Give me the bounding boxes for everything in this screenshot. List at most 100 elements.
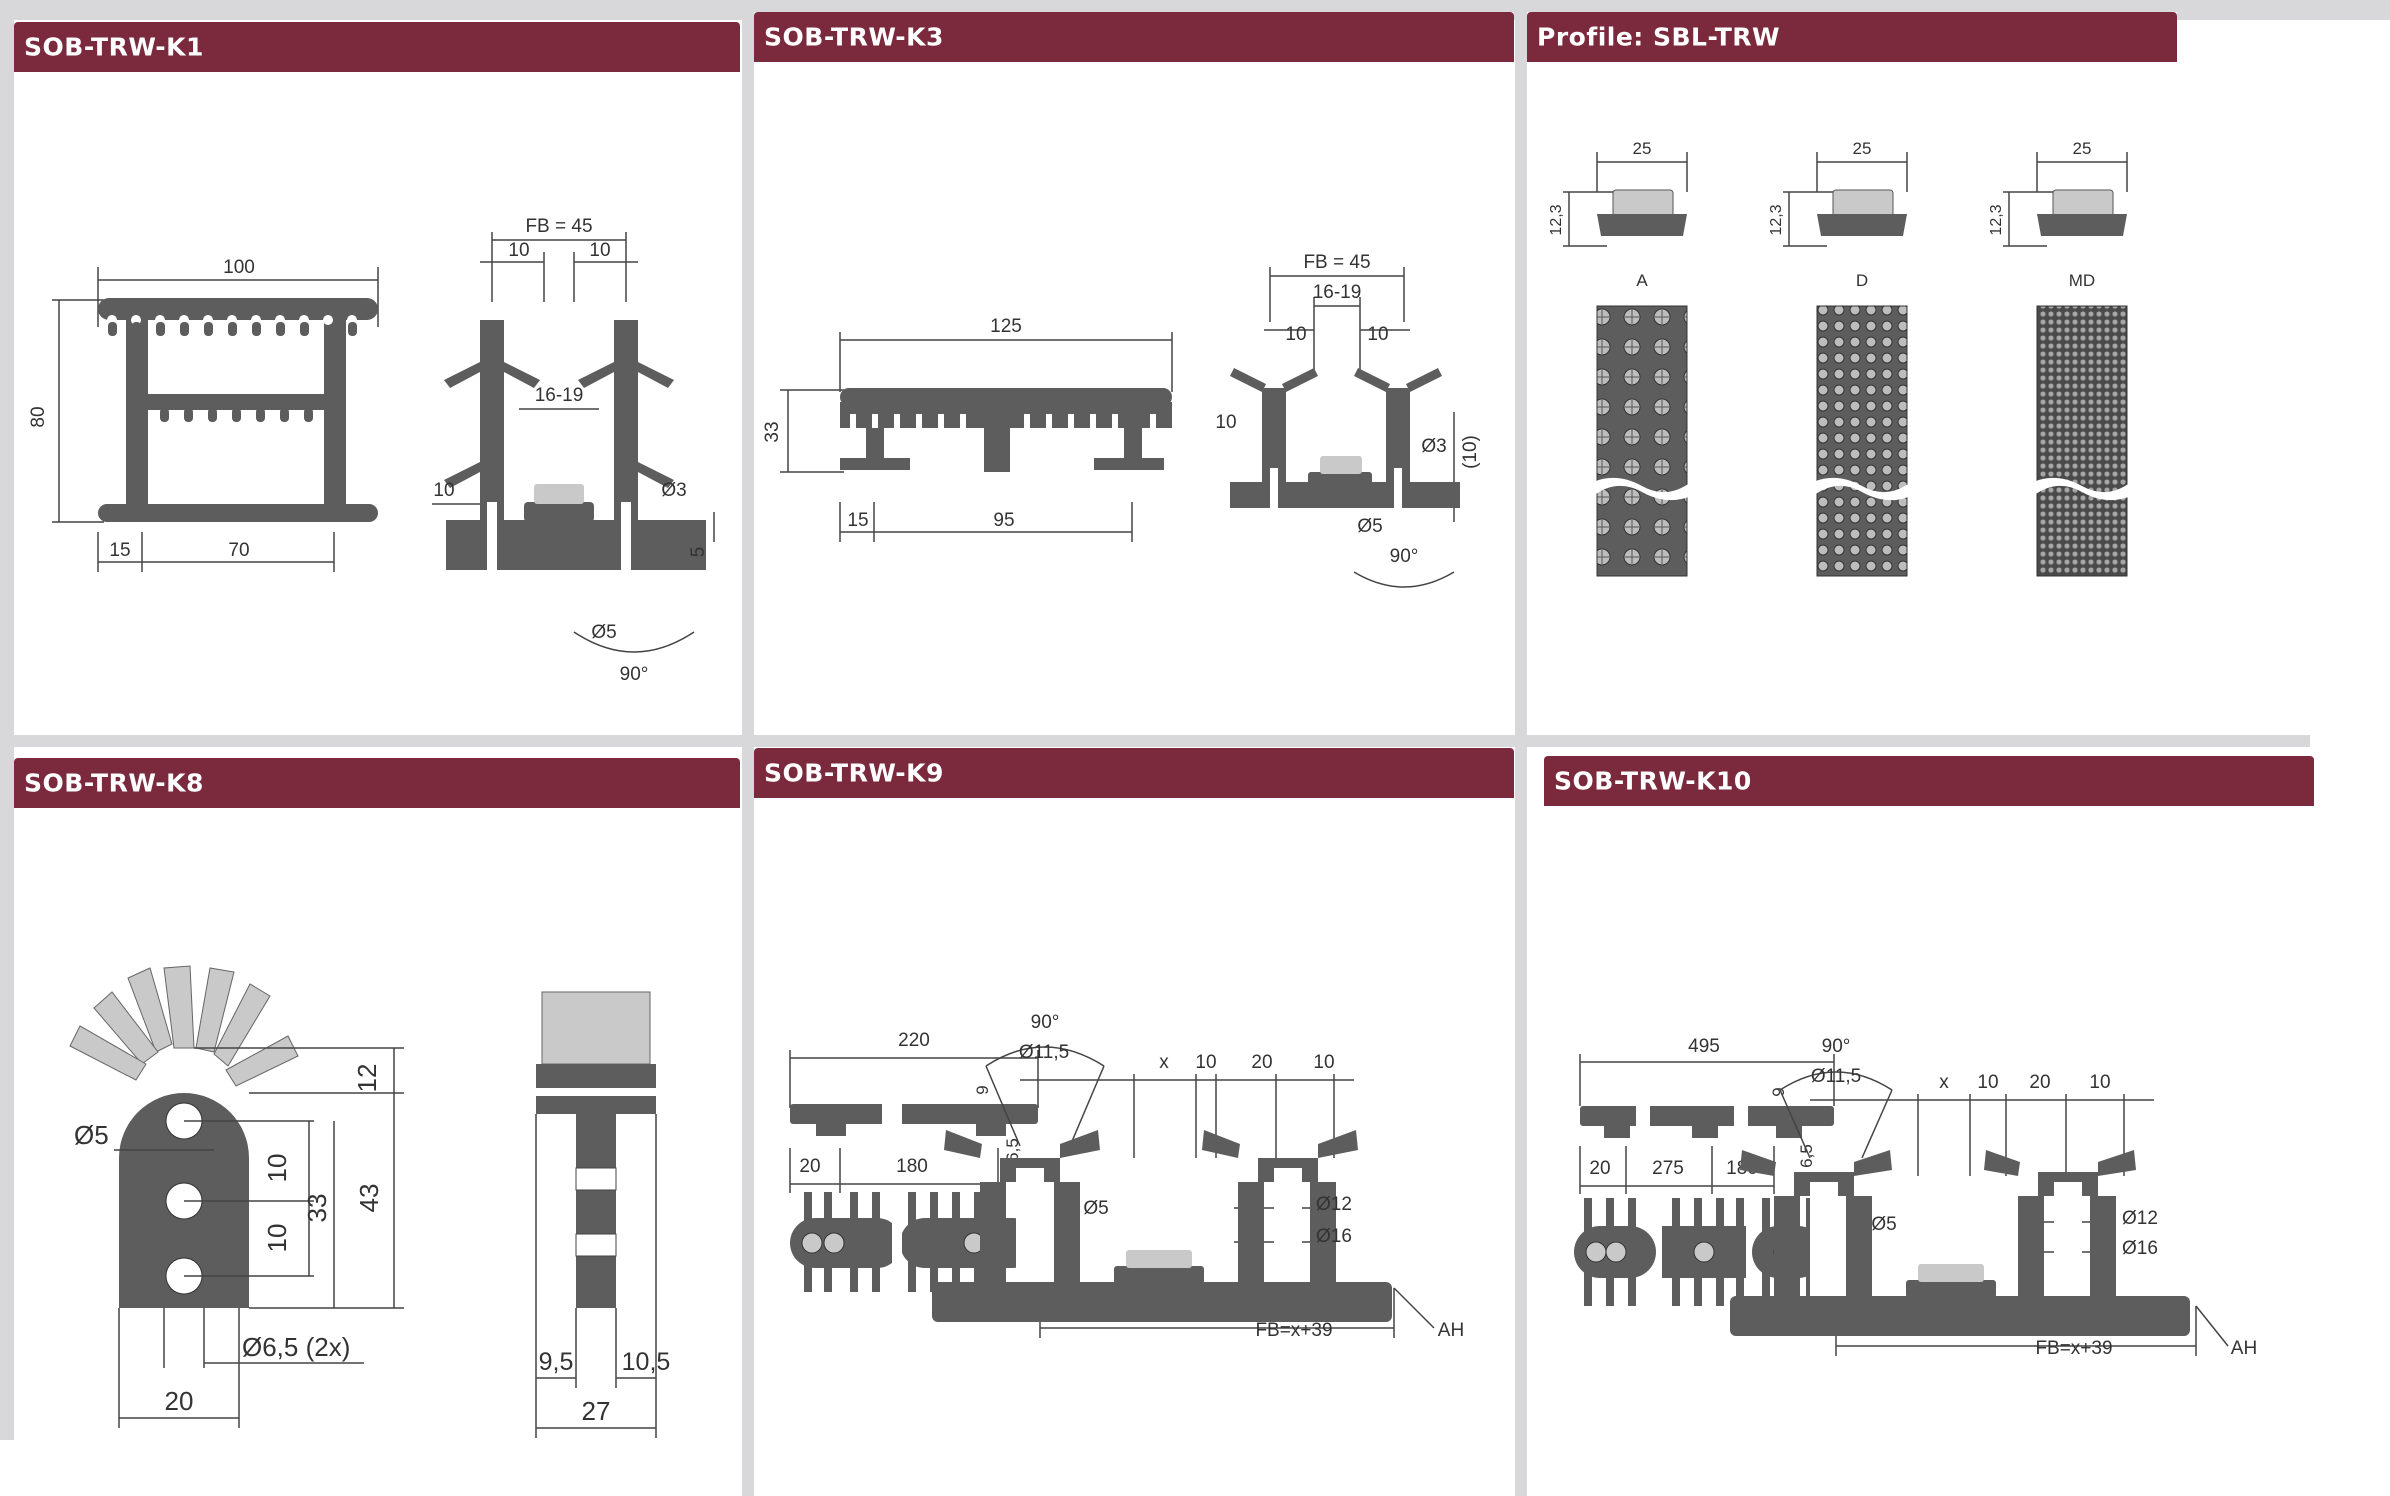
background-band: [0, 0, 14, 1440]
dim-o16: Ø16: [1316, 1226, 1352, 1247]
dim-80: 80: [28, 406, 49, 427]
dim-ah: AH: [1438, 1320, 1464, 1341]
dim-20b: 20: [1251, 1052, 1272, 1073]
dim-10p: (10): [1460, 435, 1481, 469]
dim-43: 43: [354, 1184, 384, 1213]
profile-a-pattern: [1596, 305, 1688, 577]
panel-k10: SOB-TRW-K10 495 9 20 275 180 6,5: [1544, 756, 2314, 1496]
dim-fb45: FB = 45: [1303, 252, 1370, 273]
panel-title: SOB-TRW-K8: [24, 768, 204, 798]
panel-title: SOB-TRW-K1: [24, 32, 204, 62]
drawing-k1: 100 80 15 70 FB = 4: [28, 216, 715, 685]
drawing-k10: 495 9 20 275 180 6,5: [1574, 1036, 2257, 1359]
dim-o115: Ø11,5: [1811, 1066, 1861, 1087]
dim-20: 20: [165, 1386, 194, 1416]
panel-header: SOB-TRW-K9: [754, 748, 1514, 798]
dim-o5: Ø5: [1083, 1198, 1108, 1219]
drawing-profile: 25 25 25 12,3 12,3 12,3 A D MD: [1548, 139, 2131, 577]
dim-fb: FB=x+39: [2035, 1338, 2112, 1359]
dim-o16: Ø16: [2122, 1238, 2158, 1259]
dim-90deg: 90°: [620, 664, 649, 685]
dim-90deg: 90°: [1822, 1036, 1851, 1057]
dim-o12: Ø12: [2122, 1208, 2158, 1229]
dim-12: 12: [352, 1064, 382, 1093]
dim-495: 495: [1688, 1036, 1720, 1057]
dim-10a: 10: [1195, 1052, 1216, 1073]
dim-10-5: 10,5: [622, 1348, 671, 1376]
dim-27: 27: [582, 1396, 611, 1426]
dim-16-19: 16-19: [1313, 282, 1362, 303]
panel-title: SOB-TRW-K9: [764, 758, 944, 788]
panel-header: SOB-TRW-K3: [754, 12, 1514, 62]
dim-o5: Ø5: [591, 622, 616, 643]
dim-o115: Ø11,5: [1019, 1042, 1069, 1063]
dim-20: 20: [799, 1156, 820, 1177]
panel-k9: SOB-TRW-K9 220 9 20 180 6,5: [754, 748, 1514, 1496]
drawing-k3: 125 33 15 95 FB = 45 16-19 10 1: [762, 252, 1481, 588]
dim-5: 5: [688, 547, 709, 558]
dim-10b: 10: [1313, 1052, 1334, 1073]
dim-123b: 12,3: [1768, 204, 1785, 235]
dim-180: 180: [896, 1156, 928, 1177]
dim-15: 15: [847, 510, 868, 531]
dim-15: 15: [109, 540, 130, 561]
panel-profile: Profile: SBL-TRW 25 25 25 12,3 12,3 12,3…: [1527, 12, 2177, 642]
dim-70: 70: [228, 540, 249, 561]
dim-o12: Ø12: [1316, 1194, 1352, 1215]
panel-title: SOB-TRW-K3: [764, 22, 944, 52]
drawing-k8: 12 Ø5 10 10 33 43 Ø6,5 (2x) 20 9,5 10,5 …: [69, 965, 674, 1438]
dim-33: 33: [302, 1194, 332, 1223]
dim-6-5: 6,5: [1003, 1138, 1022, 1162]
dim-33: 33: [762, 421, 783, 442]
panel-header: SOB-TRW-K8: [14, 758, 740, 808]
dim-o5: Ø5: [1357, 516, 1382, 537]
panel-header: SOB-TRW-K10: [1544, 756, 2314, 806]
dim-100: 100: [223, 257, 255, 278]
dim-10a: 10: [1977, 1072, 1998, 1093]
dim-o5: Ø5: [74, 1120, 109, 1150]
drawing-k9: 220 9 20 180 6,5: [789, 1012, 1464, 1341]
dim-20b: 20: [2029, 1072, 2050, 1093]
dim-220: 220: [898, 1030, 930, 1051]
panel-title: SOB-TRW-K10: [1554, 766, 1752, 796]
panel-header: SOB-TRW-K1: [14, 22, 740, 72]
dim-20: 20: [1589, 1158, 1610, 1179]
panel-k8: SOB-TRW-K8: [14, 758, 740, 1458]
panel-header: Profile: SBL-TRW: [1527, 12, 2177, 62]
dim-ah: AH: [2231, 1338, 2257, 1359]
label-md: MD: [2069, 271, 2095, 290]
dim-6-5: 6,5: [1797, 1144, 1816, 1168]
dim-x: x: [1159, 1052, 1169, 1073]
dim-25b: 25: [1853, 139, 1872, 158]
label-d: D: [1856, 271, 1868, 290]
dim-9: 9: [1769, 1087, 1788, 1096]
dim-16-19: 16-19: [535, 385, 584, 406]
dim-10a: 10: [508, 240, 529, 261]
dim-o3: Ø3: [661, 480, 686, 501]
dim-9: 9: [973, 1085, 992, 1094]
dim-275: 275: [1652, 1158, 1684, 1179]
dim-90deg: 90°: [1031, 1012, 1060, 1033]
dim-10b: 10: [262, 1224, 292, 1253]
panel-k1: SOB-TRW-K1 100 80 15 70: [14, 22, 740, 734]
dim-90deg: 90°: [1390, 546, 1419, 567]
dim-10c: 10: [1215, 412, 1236, 433]
profile-md-pattern: [2036, 305, 2128, 577]
background-band: [742, 0, 754, 1496]
dim-95: 95: [993, 510, 1014, 531]
background-band: [1515, 0, 1527, 1496]
background-band: [0, 735, 2310, 747]
dim-9-5: 9,5: [539, 1348, 574, 1376]
panel-title: Profile: SBL-TRW: [1537, 22, 1781, 52]
dim-o65: Ø6,5 (2x): [242, 1332, 350, 1362]
dim-o5: Ø5: [1871, 1214, 1896, 1235]
dim-x: x: [1939, 1072, 1949, 1093]
dim-125: 125: [990, 316, 1022, 337]
dim-123a: 12,3: [1548, 204, 1565, 235]
dim-10c: 10: [433, 480, 454, 501]
dim-fb45: FB = 45: [525, 216, 592, 237]
panel-k3: SOB-TRW-K3 125 33 15 95: [754, 12, 1514, 642]
dim-25a: 25: [1633, 139, 1652, 158]
dim-25c: 25: [2073, 139, 2092, 158]
dim-fb: FB=x+39: [1255, 1320, 1332, 1341]
